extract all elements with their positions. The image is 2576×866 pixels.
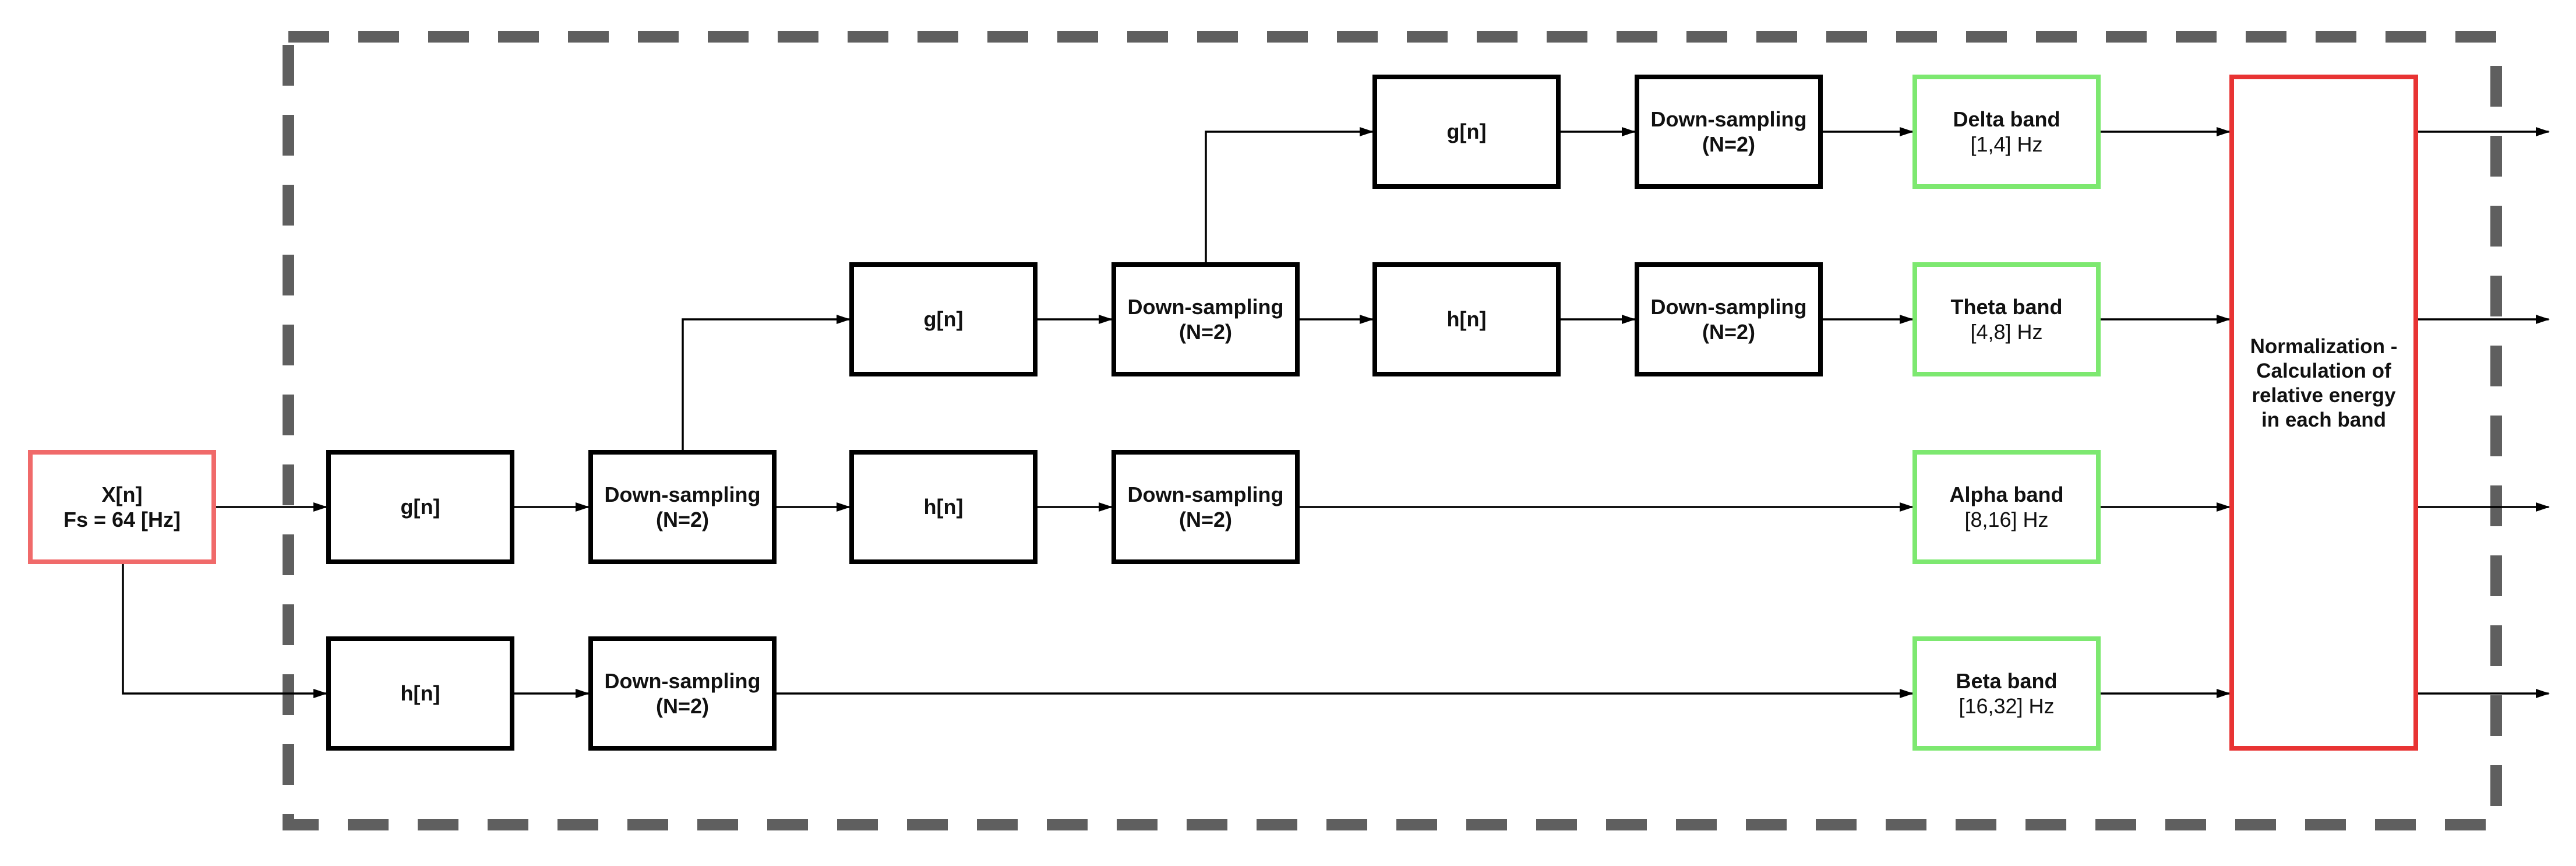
downsampling-label: Down-sampling: [604, 668, 761, 693]
arrow-input-to-h1: [122, 563, 327, 698]
band-name: Delta band: [1953, 107, 2060, 131]
downsampling-factor: (N=2): [655, 508, 710, 531]
normalization-line: Normalization -: [2250, 335, 2398, 358]
downsampling-factor: (N=2): [655, 694, 710, 718]
normalization-line: relative energy: [2252, 384, 2396, 407]
downsampling-label: Down-sampling: [1127, 294, 1284, 319]
downsampling-level1-top: Down-sampling (N=2): [588, 450, 777, 564]
input-signal-label: X[n]: [101, 482, 143, 506]
downsampling-factor: (N=2): [1702, 132, 1756, 156]
alpha-band-box: Alpha band [8,16] Hz: [1912, 450, 2101, 564]
beta-band-box: Beta band [16,32] Hz: [1912, 636, 2101, 751]
downsampling-label: Down-sampling: [1650, 107, 1807, 131]
h-filter-label: h[n]: [400, 681, 440, 706]
sampling-frequency-label: Fs = 64 [Hz]: [63, 508, 181, 531]
band-range: [8,16] Hz: [1964, 508, 2049, 531]
band-range: [4,8] Hz: [1970, 320, 2043, 344]
g-filter-label: g[n]: [400, 495, 440, 519]
g-filter-label: g[n]: [923, 307, 964, 332]
normalization-line: Calculation of: [2256, 360, 2391, 382]
downsampling-level2-top: Down-sampling (N=2): [1111, 262, 1300, 376]
delta-band-box: Delta band [1,4] Hz: [1912, 75, 2101, 189]
theta-band-box: Theta band [4,8] Hz: [1912, 262, 2101, 376]
downsampling-factor: (N=2): [1702, 320, 1756, 344]
band-range: [16,32] Hz: [1959, 694, 2055, 718]
band-name: Theta band: [1950, 294, 2063, 319]
g-filter-label: g[n]: [1446, 119, 1487, 144]
input-signal-box: X[n] Fs = 64 [Hz]: [28, 450, 216, 564]
h-filter-level2: h[n]: [849, 450, 1038, 564]
normalization-line: in each band: [2261, 409, 2386, 431]
arrow-ds2-to-g3: [1205, 127, 1374, 262]
downsampling-level3-top: Down-sampling (N=2): [1635, 75, 1823, 189]
band-name: Alpha band: [1949, 482, 2064, 506]
downsampling-label: Down-sampling: [1650, 294, 1807, 319]
downsampling-level2-bottom: Down-sampling (N=2): [1111, 450, 1300, 564]
downsampling-level3-bottom: Down-sampling (N=2): [1635, 262, 1823, 376]
arrow-ds1-to-g2: [682, 315, 851, 450]
downsampling-label: Down-sampling: [1127, 482, 1284, 506]
downsampling-factor: (N=2): [1178, 508, 1233, 531]
dashed-frame: [283, 31, 2502, 830]
downsampling-factor: (N=2): [1178, 320, 1233, 344]
h-filter-label: h[n]: [1446, 307, 1487, 332]
h-filter-label: h[n]: [923, 495, 964, 519]
normalization-text: Normalization - Calculation of relative …: [2243, 335, 2405, 432]
band-name: Beta band: [1956, 668, 2058, 693]
normalization-box: Normalization - Calculation of relative …: [2229, 75, 2418, 751]
g-filter-level3: g[n]: [1372, 75, 1561, 189]
g-filter-level1: g[n]: [326, 450, 514, 564]
downsampling-level1-bottom: Down-sampling (N=2): [588, 636, 777, 751]
h-filter-level1: h[n]: [326, 636, 514, 751]
band-range: [1,4] Hz: [1970, 132, 2043, 156]
g-filter-level2: g[n]: [849, 262, 1038, 376]
h-filter-level3: h[n]: [1372, 262, 1561, 376]
downsampling-label: Down-sampling: [604, 482, 761, 506]
